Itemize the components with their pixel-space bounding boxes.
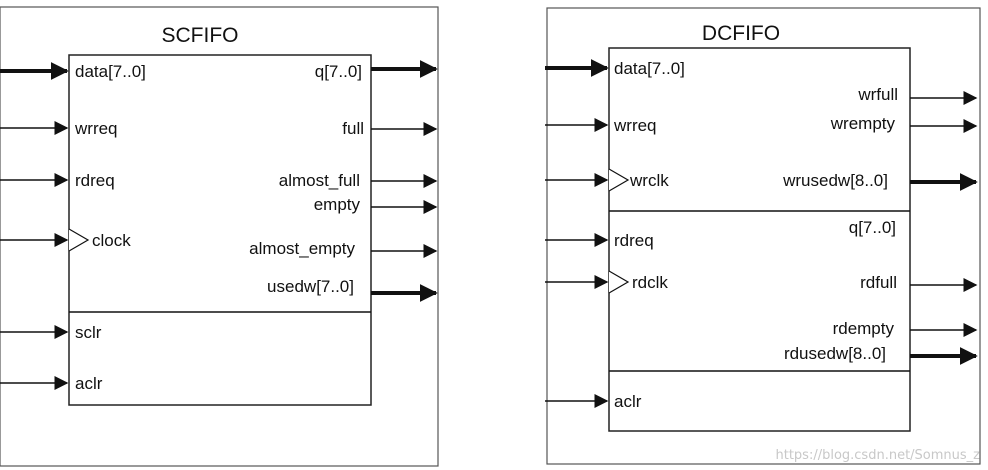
dcfifo-rdclk-triangle-icon	[608, 270, 630, 294]
scfifo-wrreq-label: wrreq	[74, 119, 118, 138]
scfifo-clock-triangle-icon	[68, 228, 90, 252]
dcfifo-wrusedw-label: wrusedw[8..0]	[782, 171, 888, 190]
dcfifo-rdclk-label: rdclk	[632, 273, 668, 292]
dcfifo-title: DCFIFO	[702, 22, 780, 45]
scfifo-title: SCFIFO	[162, 24, 239, 47]
scfifo-clock-label: clock	[92, 231, 131, 250]
scfifo-empty-label: empty	[314, 195, 361, 214]
scfifo-usedw-label: usedw[7..0]	[267, 277, 354, 296]
dcfifo-wrfull-label: wrfull	[857, 85, 898, 104]
scfifo-aclr-label: aclr	[75, 374, 103, 393]
scfifo-block	[68, 54, 372, 406]
dcfifo-wrclk-label: wrclk	[629, 171, 669, 190]
dcfifo-panel: DCFIFO data[7..0] wrreq wrclk rdreq rdcl…	[545, 7, 981, 465]
scfifo-data-label: data[7..0]	[75, 62, 146, 81]
scfifo-frame	[0, 6, 439, 467]
dcfifo-rdfull-label: rdfull	[860, 273, 897, 292]
dcfifo-rdempty-label: rdempty	[833, 319, 895, 338]
dcfifo-q-label: q[7..0]	[849, 218, 896, 237]
dcfifo-rdusedw-label: rdusedw[8..0]	[784, 344, 886, 363]
scfifo-full-label: full	[342, 119, 364, 138]
dcfifo-data-label: data[7..0]	[614, 59, 685, 78]
dcfifo-block	[608, 47, 911, 432]
scfifo-rdreq-label: rdreq	[75, 171, 115, 190]
dcfifo-wrreq-label: wrreq	[613, 116, 657, 135]
watermark: https://blog.csdn.net/Somnus_z	[775, 448, 980, 463]
dcfifo-wrempty-label: wrempty	[830, 114, 896, 133]
scfifo-sclr-label: sclr	[75, 323, 102, 342]
dcfifo-aclr-label: aclr	[614, 392, 642, 411]
dcfifo-rdreq-label: rdreq	[614, 231, 654, 250]
scfifo-q-label: q[7..0]	[315, 62, 362, 81]
scfifo-almost-empty-label: almost_empty	[249, 239, 355, 258]
dcfifo-frame	[546, 7, 981, 465]
scfifo-panel: SCFIFO data[7..0] wrreq rdreq clock sclr…	[0, 6, 439, 467]
dcfifo-wrclk-triangle-icon	[608, 168, 630, 192]
scfifo-almost-full-label: almost_full	[279, 171, 360, 190]
